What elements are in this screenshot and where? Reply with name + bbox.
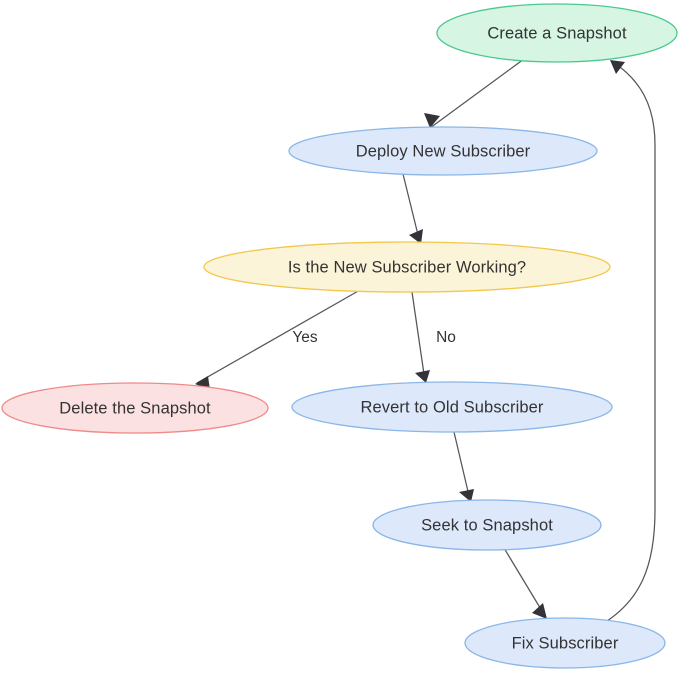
node-label: Seek to Snapshot [421, 516, 553, 534]
edge-line [503, 547, 546, 617]
node-label: Create a Snapshot [487, 24, 627, 42]
edge-deploy-to-decision [402, 173, 423, 244]
edge-decision-yes-to-delete: Yes [195, 289, 361, 390]
node-ellipse[interactable] [288, 126, 598, 176]
edge-label-no: No [436, 329, 456, 346]
node-ellipse[interactable] [436, 3, 678, 63]
edge-create-to-deploy [424, 58, 525, 129]
node-label: Fix Subscriber [512, 634, 619, 652]
node-ellipse[interactable] [372, 499, 602, 551]
edge-decision-no-to-revert: No [411, 291, 456, 383]
node-fix-subscriber[interactable]: Fix Subscriber [464, 617, 666, 669]
nodes-layer: Create a Snapshot Deploy New Subscriber … [1, 3, 678, 669]
node-label: Is the New Subscriber Working? [288, 258, 526, 276]
node-label: Delete the Snapshot [59, 399, 211, 417]
edge-label-yes: Yes [292, 329, 318, 346]
edges-layer: Yes No [195, 58, 656, 622]
node-ellipse[interactable] [1, 382, 269, 434]
node-ellipse[interactable] [464, 617, 666, 669]
node-create-snapshot[interactable]: Create a Snapshot [436, 3, 678, 63]
node-delete-the-snapshot[interactable]: Delete the Snapshot [1, 382, 269, 434]
arrowhead-icon [415, 370, 430, 383]
node-revert-to-old-subscriber[interactable]: Revert to Old Subscriber [291, 381, 613, 433]
edge-line [402, 173, 421, 244]
node-ellipse[interactable] [203, 241, 611, 293]
arrowhead-icon [459, 489, 474, 502]
arrowhead-icon [409, 229, 423, 244]
node-label: Deploy New Subscriber [356, 142, 531, 160]
edge-line [429, 58, 525, 129]
arrowhead-icon [532, 603, 547, 619]
node-is-new-subscriber-working[interactable]: Is the New Subscriber Working? [203, 241, 611, 293]
edge-line [411, 291, 426, 382]
edge-line [196, 289, 361, 384]
node-label: Revert to Old Subscriber [360, 398, 543, 416]
edge-fix-to-create-snapshot [606, 60, 656, 622]
edge-seek-to-fix [503, 547, 547, 619]
edge-line [606, 61, 656, 622]
node-deploy-new-subscriber[interactable]: Deploy New Subscriber [288, 126, 598, 176]
node-seek-to-snapshot[interactable]: Seek to Snapshot [372, 499, 602, 551]
node-ellipse[interactable] [291, 381, 613, 433]
arrowhead-icon [610, 60, 625, 74]
edge-line [453, 431, 471, 501]
edge-revert-to-seek [453, 431, 474, 502]
arrowhead-icon [424, 113, 440, 128]
